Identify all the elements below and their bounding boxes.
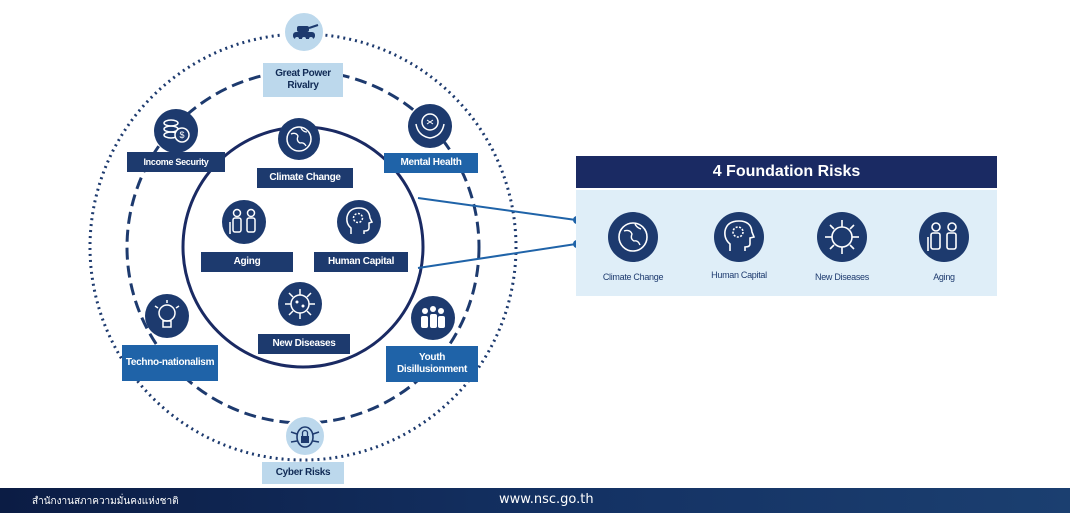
footer-website-link[interactable]: www.nsc.go.th [499,492,594,507]
panel-title: 4 Foundation Risks [576,156,997,188]
label-mental-health: Mental Health [384,153,478,173]
risk-label-human-capital: Human Capital [711,270,767,280]
risk-label-climate-change: Climate Change [602,272,664,282]
label-techno-nationalism: Techno-nationalism [122,345,218,381]
globe-icon [608,212,658,262]
label-aging: Aging [201,252,293,272]
risk-label-new-diseases: New Diseases [815,272,869,282]
coins-icon: $ [154,109,198,153]
connector-line-top [417,197,577,221]
label-new-diseases: New Diseases [258,334,350,354]
tank-icon [283,11,325,53]
elderly-people-icon [919,212,969,262]
virus-icon [817,212,867,262]
mental-health-icon [408,104,452,148]
label-great-power-rivalry: Great Power Rivalry [263,63,343,97]
label-youth-disillusionment: Youth Disillusionment [386,346,478,382]
outer-dotted-ring [88,32,518,462]
footer-bar: สำนักงานสภาความมั่นคงแห่งชาติ www.nsc.go… [0,488,1070,513]
lightbulb-icon [145,294,189,338]
youth-group-icon [411,296,455,340]
label-cyber-risks: Cyber Risks [262,462,344,484]
virus-icon [278,282,322,326]
svg-text:$: $ [179,130,184,140]
footer-org-name: สำนักงานสภาความมั่นคงแห่งชาติ [32,496,179,507]
risk-label-aging: Aging [933,272,955,282]
globe-icon [278,118,320,160]
head-gear-icon [337,200,381,244]
label-income-security: Income Security [127,152,225,172]
head-gear-icon [714,212,764,262]
connector-line-bottom [417,243,577,269]
cyber-bug-icon [284,415,326,457]
elderly-people-icon [222,200,266,244]
label-human-capital: Human Capital [314,252,408,272]
label-climate-change: Climate Change [257,168,353,188]
